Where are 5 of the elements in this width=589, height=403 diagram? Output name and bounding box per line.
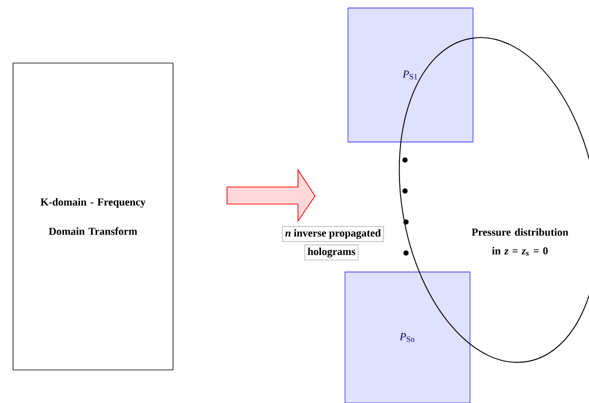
plane-square: P$_{Sn}$ xyxy=(344,272,470,403)
text-box: holograms xyxy=(304,244,359,260)
text-box: n inverse propagated xyxy=(282,226,384,242)
plane-square: P$_{S1}$ xyxy=(348,8,474,142)
transform-box: K-domain - Frequency Domain Transform xyxy=(12,62,174,370)
